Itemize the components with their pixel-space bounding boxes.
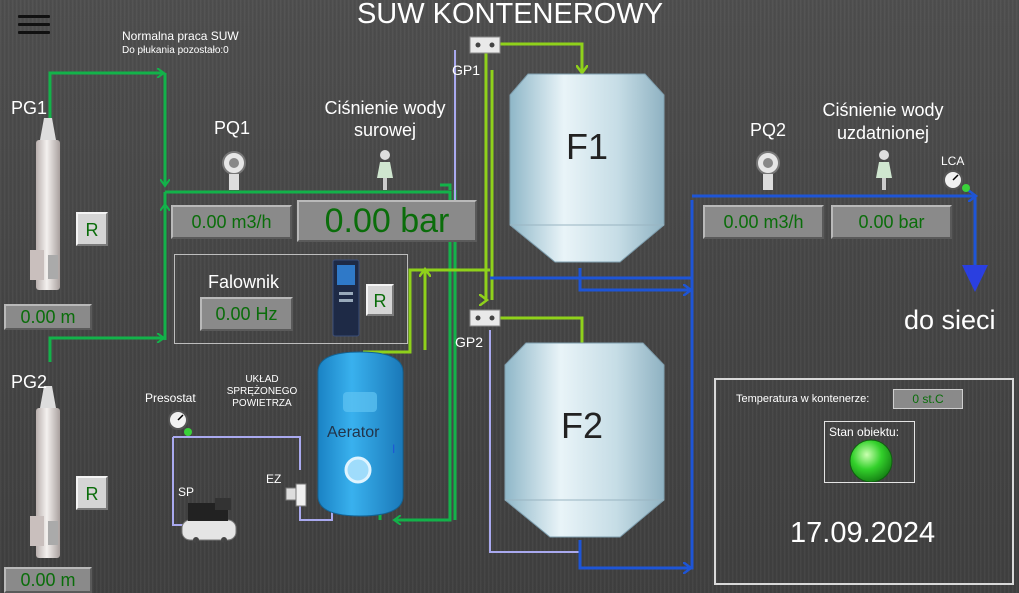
status-line-flush: Do płukania pozostało:0	[122, 45, 229, 56]
inverter-run-button[interactable]: R	[366, 284, 394, 316]
filter-f2-label: F2	[561, 405, 604, 446]
flow-pq1-value: 0.00 m3/h	[171, 205, 292, 239]
raw-pressure-label-2: surowej	[353, 120, 417, 140]
container-temp-value: 0 st.C	[893, 389, 963, 409]
pump-pg1-label: PG1	[11, 98, 48, 118]
container-status-panel	[714, 378, 1014, 585]
treated-pressure-value: 0.00 bar	[831, 205, 952, 239]
pump-pg2-level: 0.00 m	[4, 567, 92, 593]
raw-pressure-value: 0.00 bar	[297, 200, 477, 242]
inverter-label: Falownik	[208, 272, 280, 292]
inverter-panel	[174, 254, 408, 344]
flow-meter-pq1-label: PQ1	[214, 118, 251, 138]
pump-pg2-label: PG2	[11, 372, 48, 392]
valve-gp1-label: GP1	[452, 62, 481, 78]
container-temp-label: Temperatura w kontenerze:	[736, 393, 870, 405]
object-state-indicator-icon	[850, 440, 892, 482]
treated-pressure-label-1: Ciśnienie wody	[822, 100, 944, 120]
pump-pg2-run-button[interactable]: R	[76, 476, 108, 510]
object-state-label: Stan obiektu:	[829, 425, 900, 439]
treated-pressure-label-2: uzdatnionej	[836, 123, 930, 143]
presostat-label: Presostat	[145, 391, 196, 405]
inverter-frequency-value: 0.00 Hz	[200, 297, 293, 331]
current-date: 17.09.2024	[790, 517, 936, 549]
status-line-mode: Normalna praca SUW	[122, 29, 239, 43]
pump-pg1-run-button[interactable]: R	[76, 212, 108, 246]
aerator-mark: I	[392, 442, 396, 456]
solenoid-valve-label: EZ	[266, 472, 282, 486]
compressor-label: SP	[178, 485, 195, 499]
valve-gp2-label: GP2	[455, 334, 484, 350]
flow-pq2-value: 0.00 m3/h	[703, 205, 824, 239]
object-state-frame	[824, 421, 915, 483]
lca-label: LCA	[941, 154, 965, 168]
air-unit-title-1: UKŁAD	[245, 374, 279, 385]
flow-meter-pq2-label: PQ2	[750, 120, 787, 140]
aerator-label: Aerator	[327, 424, 380, 441]
filter-f1-label: F1	[566, 126, 609, 167]
outlet-label: do sieci	[904, 305, 996, 335]
raw-pressure-label-1: Ciśnienie wody	[324, 98, 446, 118]
air-unit-title-2: SPRĘŻONEGO	[226, 386, 298, 397]
hamburger-menu-icon[interactable]	[18, 10, 50, 38]
page-title: SUW KONTENEROWY	[356, 0, 664, 30]
air-unit-title-3: POWIETRZA	[232, 398, 292, 409]
pump-pg1-level: 0.00 m	[4, 304, 92, 330]
